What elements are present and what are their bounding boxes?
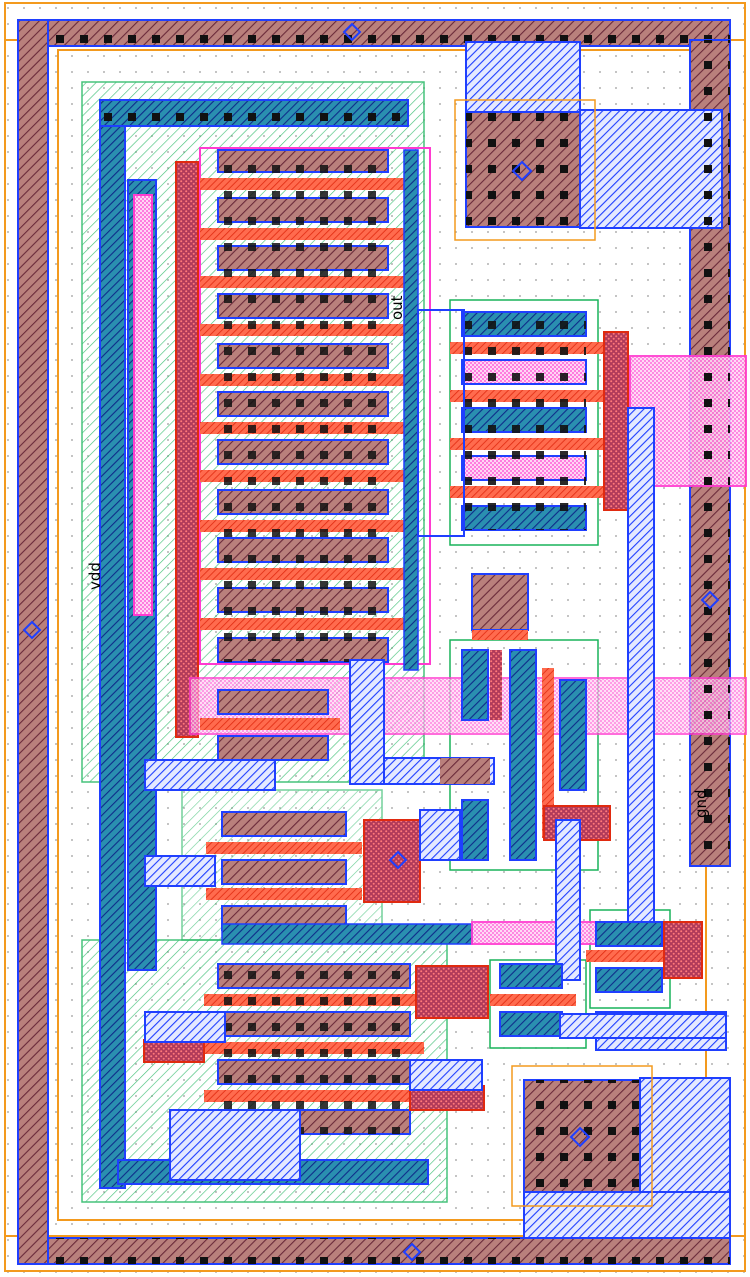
pin-label-vdd: vdd bbox=[86, 562, 104, 590]
pin-label-out: out bbox=[388, 295, 406, 320]
label-out: out bbox=[388, 295, 406, 320]
mb-diff-1 bbox=[221, 811, 347, 837]
label-vdd: vdd bbox=[86, 562, 104, 590]
label-gnd: gnd bbox=[692, 789, 710, 818]
mb-metal1-pad bbox=[419, 809, 461, 861]
mb-poly-2 bbox=[206, 888, 362, 900]
rail-left bbox=[17, 19, 49, 1265]
rt-vias bbox=[462, 312, 586, 530]
ls-vias bbox=[218, 964, 410, 1134]
mc-poly-b bbox=[542, 668, 554, 838]
metal1-pad-tall bbox=[465, 41, 581, 113]
ls-metal1-c bbox=[169, 1109, 301, 1181]
br-boundary bbox=[511, 1065, 653, 1207]
diff-col-outer bbox=[99, 117, 126, 1189]
mb-poly-1 bbox=[206, 842, 362, 854]
pin-diamond-a bbox=[511, 160, 533, 182]
finger-vias bbox=[218, 150, 388, 662]
mid-left-group bbox=[144, 689, 340, 791]
contact-pad-a-vias bbox=[466, 112, 580, 227]
pin-diamond-top bbox=[342, 22, 362, 42]
lr-contact bbox=[663, 921, 703, 979]
lr-poly bbox=[586, 950, 676, 962]
mc-metal1-vert bbox=[349, 659, 385, 785]
mc-poly-a bbox=[490, 650, 502, 720]
mid-contact-block bbox=[471, 573, 529, 631]
lower-right-cluster bbox=[490, 819, 727, 1051]
lr-metal1-v bbox=[555, 819, 581, 981]
pin-diamond-bottom bbox=[402, 1242, 422, 1262]
pin-diamond-left bbox=[22, 620, 42, 640]
rt-maroon-strip bbox=[603, 331, 629, 511]
boundary-pad-a bbox=[454, 99, 596, 241]
pin-markers bbox=[22, 22, 720, 1262]
mb-metal1-h bbox=[144, 855, 216, 887]
rail-top-vias bbox=[18, 20, 730, 46]
mb-diff-link bbox=[221, 923, 473, 945]
lr-diff-4 bbox=[499, 1011, 563, 1037]
nwell-right bbox=[449, 299, 599, 546]
poly-left-strip bbox=[175, 161, 199, 738]
lower-stack bbox=[143, 963, 489, 1181]
finger-stack bbox=[199, 147, 431, 671]
ml-metal1-link bbox=[144, 759, 276, 791]
mc-diff-right bbox=[559, 679, 587, 791]
mb-diff-2 bbox=[221, 859, 347, 885]
rt-metal1-link bbox=[417, 309, 465, 537]
mc-diff-left bbox=[461, 649, 489, 721]
mc-contact bbox=[440, 758, 490, 784]
mc-diff-mid bbox=[509, 649, 537, 861]
pin-label-gnd: gnd bbox=[692, 789, 710, 818]
metal1-right-riser bbox=[627, 407, 655, 929]
top-right-pads bbox=[454, 41, 723, 241]
mid-poly-bar bbox=[472, 630, 528, 640]
lr-diff-3 bbox=[499, 963, 563, 989]
metal2-left-strip bbox=[133, 194, 153, 616]
pin-diamond-br bbox=[569, 1126, 591, 1148]
finger-right-poly bbox=[403, 149, 419, 671]
ls-contact-a bbox=[415, 965, 489, 1019]
br-contact-vias bbox=[524, 1080, 640, 1192]
ml-poly-1 bbox=[200, 718, 340, 730]
metal2-stack-frame bbox=[199, 147, 431, 665]
right-transistor-group bbox=[417, 309, 629, 537]
diff-vias-top bbox=[99, 99, 409, 127]
lr-diff-2 bbox=[595, 967, 663, 993]
ml-diff-1 bbox=[217, 689, 329, 715]
pin-diamond-mid bbox=[388, 850, 408, 870]
ls-metal1-a bbox=[144, 1011, 226, 1043]
pin-diamond-right bbox=[700, 590, 720, 610]
mid-cluster bbox=[349, 649, 611, 861]
lr-poly-2 bbox=[490, 994, 576, 1006]
mc-diff-low bbox=[461, 799, 489, 861]
lr-diff-1 bbox=[595, 921, 663, 947]
rail-bottom-vias bbox=[18, 1238, 730, 1264]
lr-metal1-h bbox=[559, 1013, 727, 1039]
ml-diff-2 bbox=[217, 735, 329, 761]
right-rail-vias bbox=[690, 40, 730, 866]
br-metal1-strip bbox=[523, 1191, 731, 1239]
ls-contact-b bbox=[143, 1039, 205, 1063]
ls-metal1-b bbox=[409, 1059, 483, 1091]
